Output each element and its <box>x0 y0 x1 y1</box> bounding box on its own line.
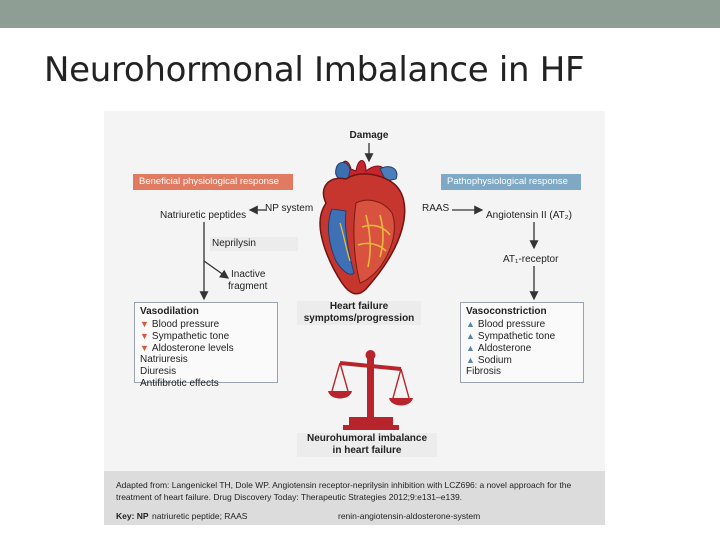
slide-title: Neurohormonal Imbalance in HF <box>44 50 585 90</box>
imbalance-label-line-1: Neurohumoral imbalance <box>297 433 437 445</box>
vasodilation-item-aldosterone-levels: ▼Aldosterone levels <box>140 343 234 354</box>
vasoconstriction-item-sympathetic-tone: ▲Sympathetic tone <box>466 331 556 342</box>
vasoconstriction-item-fibrosis: Fibrosis <box>466 366 502 377</box>
inactive-fragment-label-line-1: Inactive <box>231 269 266 280</box>
key-np-definition: natriuretic peptide; RAAS <box>152 511 248 521</box>
down-triangle-icon: ▼ <box>140 343 149 353</box>
neprilysin-label: Neprilysin <box>210 237 298 251</box>
heart-failure-label-line-2: symptoms/progression <box>297 313 421 325</box>
pathophysiological-response-banner: Pathophysiological response <box>441 174 581 190</box>
damage-label: Damage <box>349 130 389 141</box>
heart-failure-label-line-1: Heart failure <box>297 301 421 313</box>
imbalance-label-line-2: in heart failure <box>297 445 437 457</box>
vasodilation-box: Vasodilation ▼Blood pressure ▼Sympatheti… <box>134 302 278 389</box>
diagram-graphics <box>199 143 539 430</box>
raas-label: RAAS <box>422 203 450 214</box>
beneficial-response-banner: Beneficial physiological response <box>133 174 293 190</box>
natriuretic-peptides-label: Natriuretic peptides <box>160 210 247 221</box>
top-bar <box>0 0 720 28</box>
up-triangle-icon: ▲ <box>466 355 475 365</box>
np-system-label: NP system <box>265 203 314 214</box>
reference-line-2: treatment of heart failure. Drug Discove… <box>116 492 463 502</box>
up-triangle-icon: ▲ <box>466 343 475 353</box>
down-triangle-icon: ▼ <box>140 319 149 329</box>
vasoconstriction-box: Vasoconstriction ▲Blood pressure ▲Sympat… <box>460 302 584 383</box>
diagram-figure: Damage Beneficial physiological response… <box>104 111 605 525</box>
key-raas-definition: renin-angiotensin-aldosterone-system <box>338 511 481 521</box>
imbalance-scale-illustration <box>328 350 413 430</box>
heart-illustration <box>319 160 406 295</box>
up-triangle-icon: ▲ <box>466 331 475 341</box>
vasodilation-heading: Vasodilation <box>140 306 199 317</box>
vasodilation-item-diuresis: Diuresis <box>140 366 177 377</box>
vasoconstriction-item-blood-pressure: ▲Blood pressure <box>466 319 546 330</box>
at1-receptor-label: AT₁-receptor <box>503 254 559 265</box>
vasodilation-item-natriuresis: Natriuresis <box>140 354 188 365</box>
vasodilation-item-blood-pressure: ▼Blood pressure <box>140 319 220 330</box>
down-triangle-icon: ▼ <box>140 331 149 341</box>
vasoconstriction-heading: Vasoconstriction <box>466 306 547 317</box>
arrow-neprilysin-to-fragment <box>203 260 230 279</box>
angiotensin-ii-label: Angiotensin II (AT₂) <box>486 210 572 221</box>
reference-line-1: Adapted from: Langenickel TH, Dole WP. A… <box>116 480 572 490</box>
vasoconstriction-item-sodium: ▲Sodium <box>466 355 512 366</box>
inactive-fragment-label-line-2: fragment <box>228 281 268 292</box>
reference-footer: Adapted from: Langenickel TH, Dole WP. A… <box>104 471 605 525</box>
up-triangle-icon: ▲ <box>466 319 475 329</box>
vasoconstriction-item-aldosterone: ▲Aldosterone <box>466 343 532 354</box>
vasodilation-item-sympathetic-tone: ▼Sympathetic tone <box>140 331 230 342</box>
key-label: Key: NP <box>116 511 149 521</box>
vasodilation-item-antifibrotic: Antifibrotic effects <box>140 378 219 389</box>
